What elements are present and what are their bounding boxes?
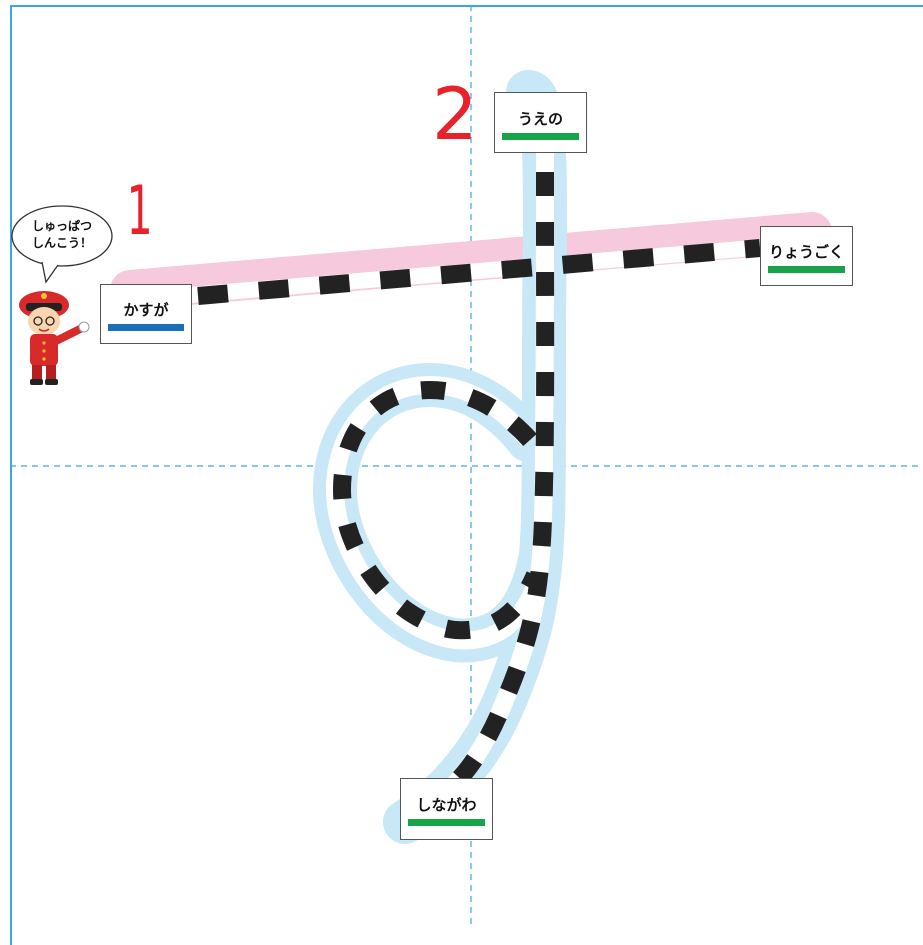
station-label-kasuga: かすが [123, 303, 168, 318]
station-line-bar-shinagawa [408, 819, 484, 826]
station-sign-kasuga: かすが [100, 284, 192, 344]
station-sign-shinagawa: しながわ [400, 778, 493, 840]
station-line-bar-ueno [502, 133, 578, 140]
stroke2-track [335, 92, 545, 822]
station-label-shinagawa: しながわ [416, 798, 476, 813]
speech-line-1: しゅっぱつ [16, 218, 108, 235]
station-line-bar-ryogoku [768, 266, 844, 273]
stroke-number-2: 2 [432, 78, 478, 150]
station-sign-ueno: うえの [494, 92, 587, 153]
station-line-bar-kasuga [108, 324, 184, 331]
stroke-number-1: 1 [127, 178, 153, 246]
speech-bubble-text: しゅっぱつ しんこう！ [16, 218, 108, 252]
conductor-icon [19, 291, 89, 385]
station-sign-ryogoku: りょうごく [760, 226, 853, 286]
station-label-ueno: うえの [518, 112, 563, 127]
station-label-ryogoku: りょうごく [769, 245, 844, 260]
speech-line-2: しんこう！ [16, 235, 108, 252]
